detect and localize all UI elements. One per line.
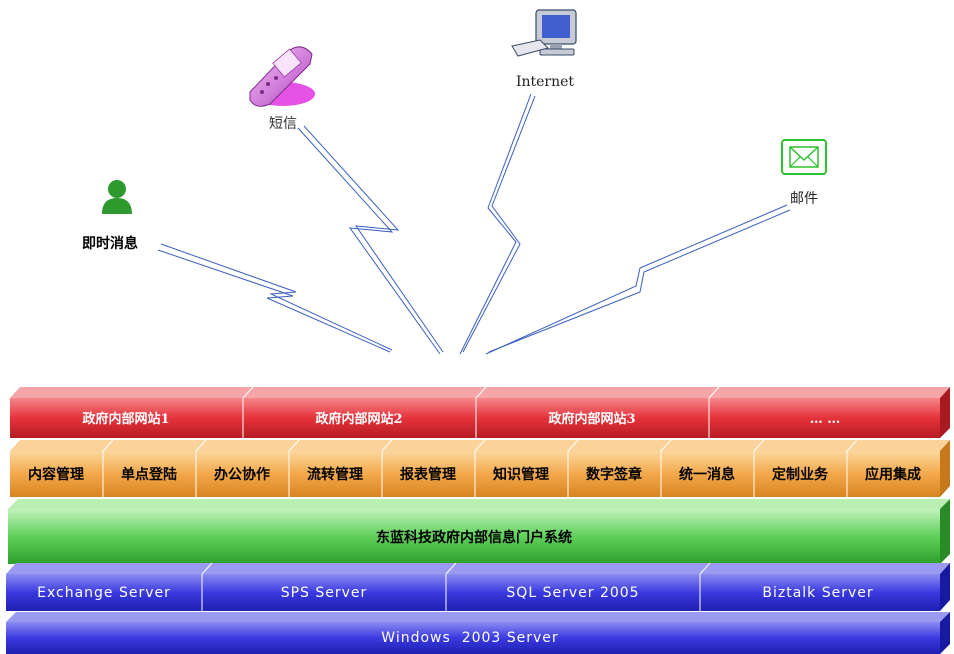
- server-sps: SPS Server: [281, 585, 368, 601]
- lightning-sms-echo: [303, 125, 444, 353]
- server-exchange: Exchange Server: [37, 585, 171, 601]
- module-8: 统一消息: [679, 466, 735, 483]
- lightning-mail-echo: [488, 209, 791, 353]
- server-sql: SQL Server 2005: [506, 585, 639, 601]
- portal-title: 东蓝科技政府内部信息门户系统: [376, 529, 572, 546]
- servers-layer: Exchange Server SPS Server SQL Server 20…: [6, 562, 950, 611]
- mail-label: 邮件: [790, 191, 818, 207]
- lightning-internet-echo: [462, 95, 536, 353]
- server-biztalk: Biztalk Server: [762, 585, 873, 601]
- internet-label: Internet: [516, 74, 574, 90]
- website-2: 政府内部网站2: [315, 411, 402, 427]
- person-icon: [102, 180, 132, 214]
- module-5: 报表管理: [400, 466, 456, 483]
- module-2: 单点登陆: [121, 466, 177, 483]
- mobile-phone-icon: [249, 46, 315, 107]
- lightning-im-echo: [160, 243, 393, 351]
- module-4: 流转管理: [307, 466, 363, 483]
- envelope-icon: [781, 139, 827, 175]
- os-label: Windows 2003 Server: [381, 630, 558, 646]
- modules-layer: 内容管理 单点登陆 办公协作 流转管理 报表管理 知识管理 数字签章 统一消息 …: [10, 439, 950, 497]
- lightning-internet: [459, 93, 532, 355]
- website-3: 政府内部网站3: [548, 411, 635, 427]
- website-1: 政府内部网站1: [82, 411, 169, 427]
- module-3: 办公协作: [214, 466, 270, 483]
- lightning-mail: [485, 204, 788, 355]
- module-10: 应用集成: [865, 466, 921, 483]
- os-layer: Windows 2003 Server: [6, 612, 950, 654]
- im-label: 即时消息: [82, 235, 138, 252]
- module-7: 数字签章: [586, 466, 642, 483]
- lightning-links: [157, 93, 791, 355]
- portal-layer: 东蓝科技政府内部信息门户系统: [8, 499, 950, 564]
- sms-label: 短信: [269, 116, 297, 132]
- module-6: 知识管理: [493, 466, 549, 483]
- website-more: … …: [810, 412, 841, 427]
- module-1: 内容管理: [28, 466, 84, 483]
- lightning-im: [157, 249, 391, 353]
- computer-icon: [511, 9, 577, 57]
- lightning-sms: [297, 127, 441, 355]
- module-9: 定制业务: [772, 466, 829, 483]
- websites-layer: 政府内部网站1 政府内部网站2 政府内部网站3 … …: [10, 386, 950, 438]
